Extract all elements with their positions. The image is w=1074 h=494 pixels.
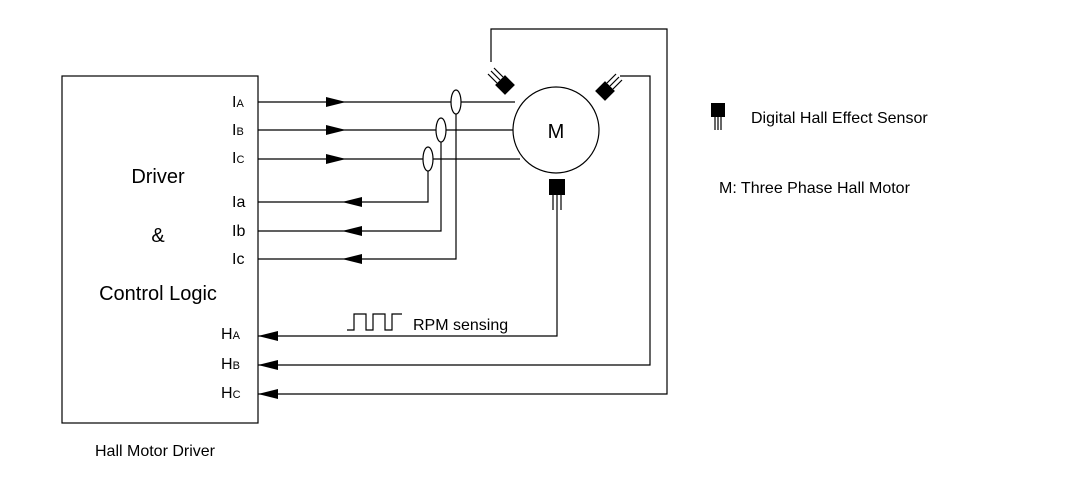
phase-a-arrow [326,97,346,107]
port-label-ic-out: IC [232,150,244,167]
motor-label: M [548,121,565,143]
hall-sensor-a [549,179,565,210]
legend-sensor-icon [711,103,725,130]
port-label-ic-sense: Ic [232,251,244,268]
current-sensor-a [450,89,462,115]
rpm-label: RPM sensing [413,317,508,334]
hall-b-wire [258,75,651,366]
port-label-ib-out: IB [232,122,244,139]
port-label-hc: HC [221,385,241,402]
sense-b-line [258,142,442,232]
hall-a-wire [258,210,558,337]
hall-c-arrow [258,389,278,399]
port-label-ia-out: IA [232,94,244,111]
motor-symbol [512,86,600,174]
port-label-hb: HB [221,356,240,373]
sense-a-line [258,171,429,203]
sense-c-arrow [342,254,362,264]
phase-c-arrow [326,154,346,164]
port-label-ha: HA [221,326,241,343]
hall-a-arrow [258,331,278,341]
sense-b-arrow [342,226,362,236]
sense-c-line [258,114,457,260]
current-sensor-c [422,146,434,172]
legend-motor-text: M: Three Phase Hall Motor [719,180,911,197]
current-sensor-b [435,117,447,143]
rpm-pulse-icon [347,313,402,331]
control-logic-label: Control Logic [99,283,217,305]
block-caption: Hall Motor Driver [95,443,216,460]
phase-b-arrow [326,125,346,135]
hall-b-arrow [258,360,278,370]
driver-label: Driver [131,166,185,188]
legend-sensor-text: Digital Hall Effect Sensor [751,110,928,127]
hall-sensor-b [595,73,623,101]
ampersand-label: & [151,225,165,247]
hall-c-wire [258,28,668,395]
driver-block [61,75,259,424]
port-label-ia-sense: Ia [232,194,245,211]
port-label-ib-sense: Ib [232,223,245,240]
sense-a-arrow [342,197,362,207]
hall-sensor-c [487,67,515,95]
